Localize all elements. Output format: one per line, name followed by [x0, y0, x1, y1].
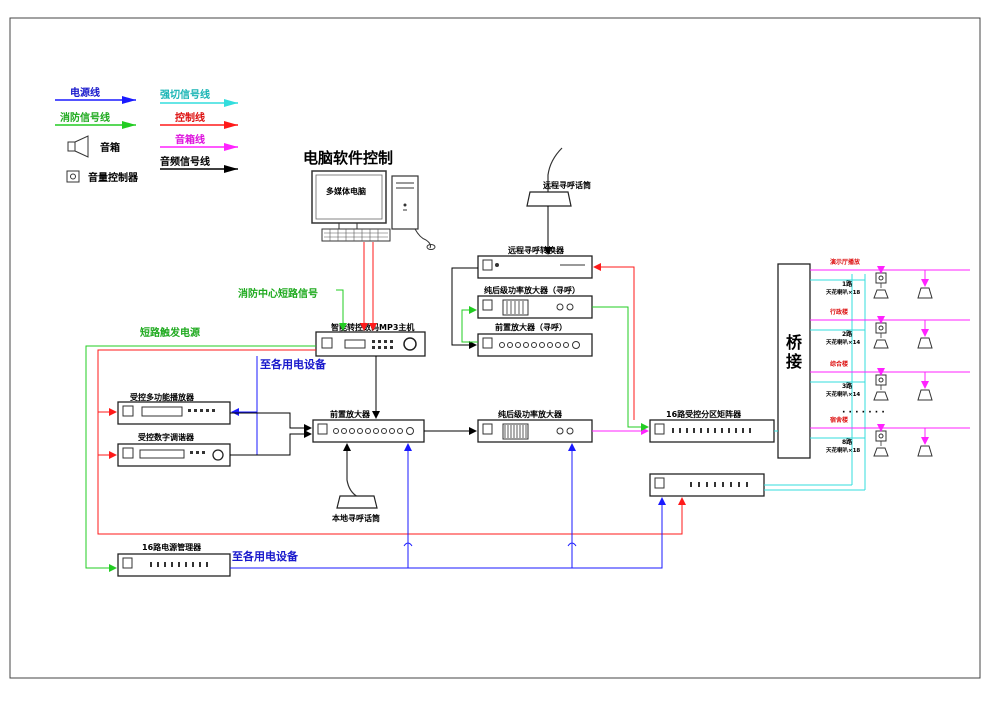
zone-name: 综合楼: [830, 360, 848, 368]
speaker-icon: [917, 337, 933, 349]
remote-mic-label: 远程寻呼话筒: [543, 180, 591, 190]
pager-preamp-device: [477, 333, 593, 357]
matrix-device: [649, 419, 775, 443]
mp3-host-device: [315, 331, 426, 357]
speaker-icon: [873, 447, 889, 457]
zone-name: 行政楼: [829, 308, 848, 316]
zone-list: 演示厅播放1路天花喇叭×18行政楼2路天花喇叭×14综合楼3路天花喇叭×14宿舍…: [810, 258, 970, 457]
bridge-label-1: 桥: [786, 333, 803, 352]
computer-icon: [311, 170, 436, 250]
remote-microphone-icon: [526, 147, 572, 207]
legend-fire-label: 消防信号线: [60, 111, 110, 124]
power-manager-label: 16路电源管理器: [142, 542, 202, 552]
relay-device: [649, 473, 765, 497]
local-mic-label: 本地寻呼话筒: [331, 513, 380, 523]
volume-knob-icon: [875, 272, 887, 284]
fire-signal-label: 消防中心短路信号: [238, 287, 318, 300]
legend-volume-label: 音量控制器: [88, 171, 139, 184]
volume-knob-icon: [875, 430, 887, 442]
to-devices-label-2: 至各用电设备: [232, 549, 299, 563]
bridge-box: [777, 263, 811, 459]
matrix-label: 16路受控分区矩阵器: [666, 409, 742, 419]
zone-route: 8路: [842, 438, 853, 446]
microphone-icon: [336, 448, 378, 509]
power-amp-device: [477, 419, 593, 443]
volume-knob-icon: [875, 322, 887, 334]
tuner-label: 受控数字调谐器: [138, 432, 195, 442]
speaker-icon: [917, 445, 933, 457]
zone-route: 1路: [842, 280, 853, 288]
pc-label: 多媒体电脑: [326, 186, 366, 196]
pager-power-amp-label: 纯后级功率放大器（寻呼）: [484, 285, 580, 295]
zone-count: 天花喇叭×18: [826, 288, 860, 296]
speaker-icon: [917, 389, 933, 401]
power-manager-device: [117, 553, 231, 577]
zone-route: 2路: [842, 330, 853, 338]
speaker-icon: [917, 287, 933, 299]
zone-count: 天花喇叭×14: [826, 338, 860, 346]
speaker-icon: [873, 339, 889, 349]
multi-player-device: [117, 401, 231, 425]
legend-audio-label: 音频信号线: [160, 155, 210, 168]
volume-knob-icon: [66, 170, 80, 183]
zone-count: 天花喇叭×14: [826, 390, 860, 398]
page-frame: [9, 17, 981, 679]
legend-control-label: 控制线: [175, 111, 205, 124]
zone-name: 宿舍楼: [830, 416, 848, 424]
remote-pager-device: [477, 255, 593, 279]
volume-knob-icon: [875, 374, 887, 386]
speaker-icon: [873, 391, 889, 401]
zone-route: 3路: [842, 382, 853, 390]
pager-preamp-label: 前置放大器（寻呼）: [495, 322, 567, 332]
pc-title: 电脑软件控制: [303, 149, 393, 167]
legend-power-label: 电源线: [70, 86, 100, 99]
zone-count: 天花喇叭×18: [826, 446, 860, 454]
legend-speaker-line-label: 音箱线: [175, 133, 205, 146]
preamp-device: [312, 419, 425, 443]
speaker-icon: [67, 135, 89, 158]
legend: 电源线 消防信号线 音箱 音量控制器 强切信号线 控制线 音箱线 音频信号线: [55, 86, 238, 184]
power-amp-label: 纯后级功率放大器: [498, 409, 563, 419]
zone-dots: · · · · · · ·: [842, 408, 885, 418]
to-devices-label-1: 至各用电设备: [260, 357, 327, 371]
zone-name: 演示厅播放: [830, 258, 861, 266]
preamp-label: 前置放大器: [330, 409, 371, 419]
bridge-label-2: 接: [786, 352, 802, 371]
short-trigger-label: 短路触发电源: [140, 326, 200, 339]
remote-pager-label: 远程寻呼转换器: [508, 245, 565, 255]
speaker-icon: [873, 289, 889, 299]
wires: [85, 206, 866, 572]
legend-speaker-label: 音箱: [100, 141, 120, 154]
tuner-device: [117, 443, 231, 467]
multi-player-label: 受控多功能播放器: [130, 392, 195, 402]
pager-power-amp-device: [477, 295, 593, 319]
legend-broadcast-label: 强切信号线: [160, 88, 210, 101]
